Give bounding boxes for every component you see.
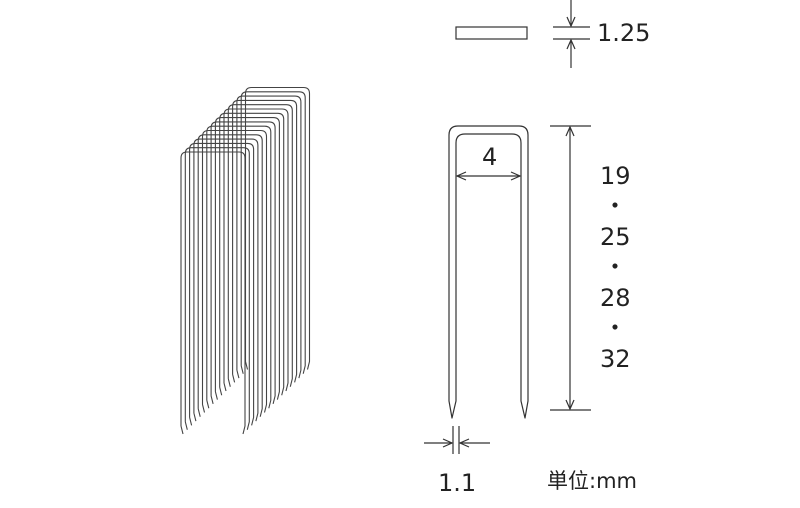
stacked-staple-9 (214, 117, 280, 400)
wire-width-label: 1.1 (438, 469, 476, 497)
wire-width-dimension (424, 426, 490, 454)
stacked-staple-16 (244, 86, 311, 370)
stacked-staple-13 (232, 99, 298, 383)
staple-stack-illustration (180, 86, 311, 435)
stacked-staple-1 (180, 151, 246, 435)
length-arrowhead-bottom (565, 399, 575, 411)
stacked-staple-11 (223, 108, 289, 392)
staple-outer-outline (448, 125, 529, 419)
crown-width-label: 4 (482, 143, 497, 171)
length-label-19: 19 (600, 162, 631, 190)
stacked-staple-10 (219, 112, 285, 396)
stacked-staple-2 (184, 147, 250, 430)
thickness-arrowhead-bottom (566, 38, 576, 50)
stacked-staple-6 (201, 129, 268, 413)
length-label-25: 25 (600, 223, 631, 251)
length-label-28: 28 (600, 284, 631, 312)
length-dimension (550, 125, 591, 411)
wire-width-arrowhead-right (458, 438, 470, 448)
crown-width-arrowhead-left (455, 171, 467, 181)
thickness-cross-section (455, 26, 528, 40)
staple-front-view (448, 125, 529, 419)
stacked-staple-14 (236, 95, 302, 379)
stacked-staple-5 (197, 134, 263, 417)
stacked-staple-15 (240, 91, 306, 374)
thickness-arrowhead-top (566, 16, 576, 28)
length-separator-3: ・ (603, 314, 627, 342)
length-separator-1: ・ (603, 192, 627, 220)
stacked-staple-3 (189, 142, 255, 426)
thickness-dimension (455, 0, 590, 68)
wire-width-arrowhead-left (442, 438, 454, 448)
length-separator-2: ・ (603, 253, 627, 281)
stacked-staple-12 (227, 104, 293, 387)
stacked-staple-8 (210, 121, 276, 405)
length-arrowhead-top (565, 125, 575, 137)
thickness-label: 1.25 (597, 19, 650, 47)
stacked-staple-7 (206, 125, 272, 409)
crown-width-arrowhead-right (510, 171, 522, 181)
length-label-32: 32 (600, 345, 631, 373)
crown-width-dimension (455, 171, 522, 181)
unit-label: 単位:mm (547, 469, 637, 493)
stacked-staple-4 (193, 138, 259, 422)
